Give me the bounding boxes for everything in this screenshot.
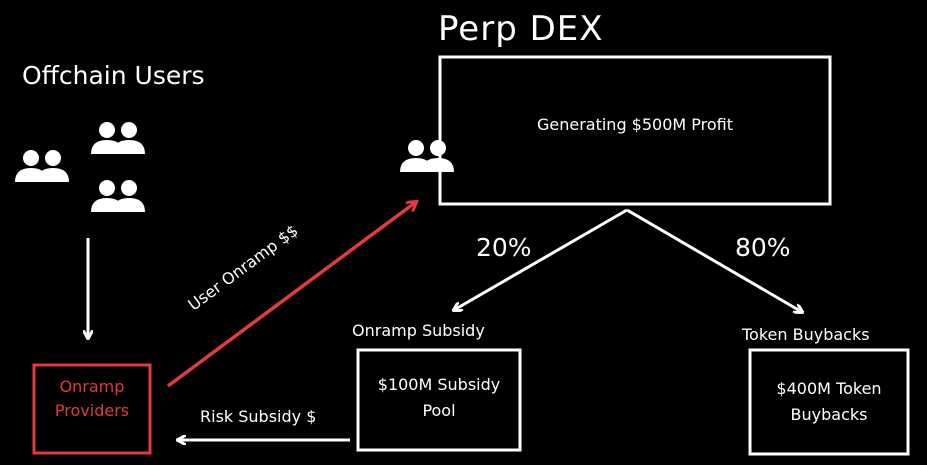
users-group-icon [15, 122, 145, 212]
token-buybacks-line2: Buybacks [790, 405, 868, 424]
token-buybacks-line1: $400M Token [776, 379, 882, 398]
token-buybacks-box [748, 348, 910, 456]
subsidy-pool-line2: Pool [422, 401, 456, 420]
subsidy-pool-line1: $100M Subsidy [377, 375, 501, 394]
users-icon [400, 140, 454, 172]
onramp-subsidy-heading: Onramp Subsidy [352, 321, 485, 340]
subsidy-pool-box [356, 348, 522, 452]
perp-dex-title: Perp DEX [438, 9, 604, 49]
token-buybacks-heading: Token Buybacks [742, 325, 870, 344]
risk-subsidy-label: Risk Subsidy $ [200, 407, 317, 426]
split-right-percent: 80% [735, 233, 791, 262]
perp-dex-profit-text: Generating $500M Profit [536, 115, 734, 134]
onramp-providers-line2: Providers [54, 401, 130, 420]
perp-dex-box [438, 55, 832, 206]
arrow-split-right [626, 208, 802, 312]
offchain-users-title: Offchain Users [22, 61, 205, 90]
arrow-split-left [454, 208, 628, 310]
split-left-percent: 20% [476, 233, 532, 262]
arrow-user-onramp [166, 202, 416, 388]
onramp-providers-box [32, 363, 152, 455]
onramp-providers-line1: Onramp [59, 377, 125, 396]
